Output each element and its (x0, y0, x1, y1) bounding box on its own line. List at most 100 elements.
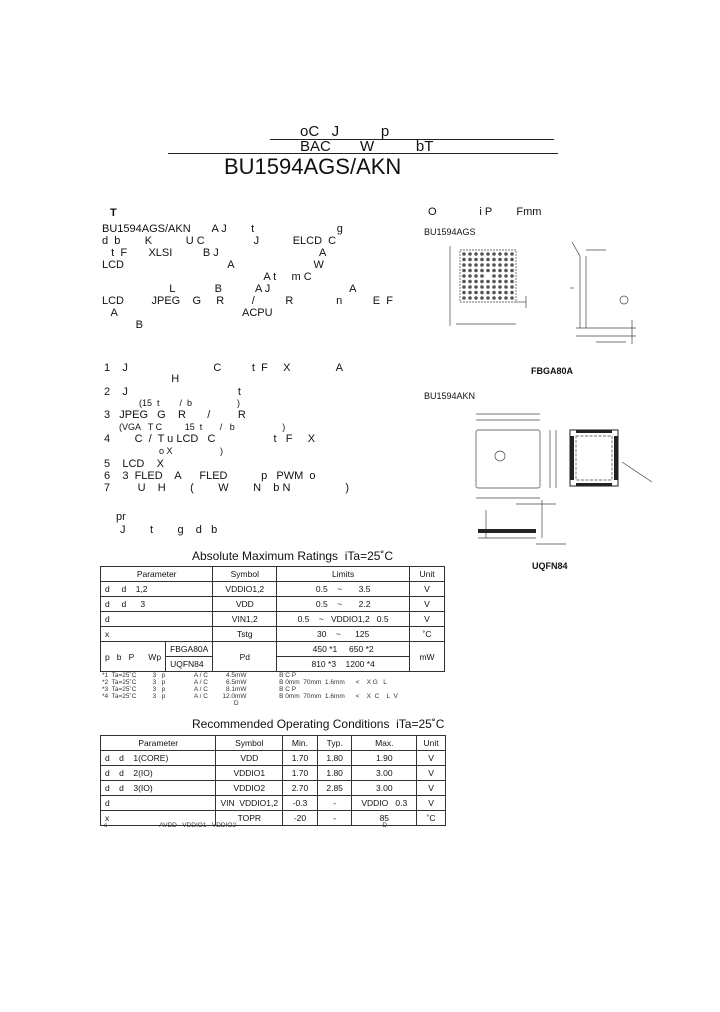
solder-ball (504, 263, 508, 267)
table-cell: V (409, 596, 445, 612)
table-cell: 450 *1 650 *2 (276, 641, 411, 657)
table-cell: p b P Wp (99, 641, 167, 672)
solder-ball (474, 268, 478, 273)
solder-ball (480, 290, 484, 295)
table-cell: Tstg (212, 626, 278, 642)
solder-ball (474, 257, 478, 262)
table-cell: V (409, 611, 445, 627)
solder-ball (474, 252, 478, 256)
table-cell: FBGA80A (165, 641, 214, 657)
solder-ball (486, 296, 490, 300)
solder-ball (480, 252, 484, 256)
uqfn84-drawing (475, 413, 653, 545)
solder-ball (498, 290, 502, 295)
column-header: Unit (409, 566, 445, 582)
apps-text: J t g d b (120, 524, 218, 536)
table-row: d d 1,2 VDDIO1,2 0.5 ~ 3.5 V (99, 581, 445, 597)
solder-ball (492, 268, 496, 273)
table-cell: VDD (215, 750, 284, 766)
intro-heading: T (110, 207, 117, 219)
feature-item: 3 JPEG G R / R (104, 409, 246, 421)
header-rule-1 (270, 139, 554, 140)
solder-ball (504, 285, 508, 289)
table-header-row: Parameter Symbol Limits Unit (99, 566, 445, 582)
table-cell: VDDIO1 (215, 765, 284, 781)
solder-ball (474, 274, 478, 278)
solder-ball (480, 257, 484, 262)
solder-ball (498, 279, 502, 284)
table-cell: 1.80 (316, 750, 353, 766)
table-cell: 2.70 (282, 780, 318, 796)
part-number-title: BU1594AGS/AKN (224, 154, 402, 179)
rec-op-table: Parameter Symbol Min. Typ. Max. Unit d d… (99, 735, 446, 826)
table-cell: 810 *3 1200 *4 (276, 656, 411, 672)
solder-ball (468, 290, 472, 295)
table-row: x Tstg 30 ~ 125 ˚C (99, 626, 445, 642)
solder-ball (474, 290, 478, 295)
column-header: Symbol (212, 566, 278, 582)
package-heading: O i P Fmm (428, 206, 542, 218)
table-cell: - (316, 795, 353, 811)
table-row: d d 3 VDD 0.5 ~ 2.2 V (99, 596, 445, 612)
table-cell: d (99, 611, 214, 627)
solder-ball (498, 296, 502, 300)
solder-ball (474, 279, 478, 284)
header-line2: BAC W bT (300, 138, 434, 155)
table-cell: Pd (212, 641, 278, 672)
solder-ball (486, 268, 490, 273)
solder-ball (510, 296, 514, 300)
table-cell: x (99, 810, 217, 826)
table-cell: 2.85 (316, 780, 353, 796)
solder-ball (492, 296, 496, 300)
solder-ball (462, 252, 466, 256)
solder-ball (504, 274, 508, 278)
table-cell: 3.00 (351, 780, 418, 796)
rec-op-note: c AVDD VDDIO1 VDDIO2 D (104, 822, 388, 829)
table-row: d d 2(IO) VDDIO1 1.70 1.80 3.00 V (99, 765, 446, 781)
table-cell: ˚C (416, 810, 446, 826)
solder-ball (468, 285, 472, 289)
solder-ball (480, 296, 484, 300)
fbga80a-drawing (449, 241, 636, 344)
table-cell: VDDIO1,2 (212, 581, 278, 597)
table-cell: VIN VDDIO1,2 (215, 795, 284, 811)
solder-ball (468, 257, 472, 262)
solder-ball (468, 268, 472, 273)
feature-item: o X ) (104, 446, 224, 456)
table-cell: ˚C (409, 626, 445, 642)
solder-ball (462, 274, 466, 278)
solder-ball (462, 257, 466, 262)
table-cell: V (416, 795, 446, 811)
table-cell: V (416, 780, 446, 796)
table-cell: 1.80 (316, 765, 353, 781)
solder-ball (510, 268, 514, 273)
column-header: Unit (416, 735, 446, 751)
table-cell: d d 3 (99, 596, 214, 612)
feature-item: H (104, 373, 180, 385)
solder-ball (492, 263, 496, 267)
feature-item: 7 U H ( W N b N ) (104, 482, 350, 494)
intro-line: BU1594AGS/AKN A J t g (102, 223, 343, 235)
table-cell: d d 1,2 (99, 581, 214, 597)
table-row: d d 1(CORE) VDD 1.70 1.80 1.90 V (99, 750, 446, 766)
solder-ball (462, 263, 466, 267)
abs-max-title: Absolute Maximum Ratings iTa=25˚C (192, 549, 394, 563)
package2-label: UQFN84 (532, 561, 568, 571)
intro-line: B (102, 319, 143, 331)
solder-ball (462, 285, 466, 289)
solder-ball (510, 274, 514, 278)
table-row: d VIN VDDIO1,2 -0.3 - VDDIO 0.3 V (99, 795, 446, 811)
table-row: d d 3(IO) VDDIO2 2.70 2.85 3.00 V (99, 780, 446, 796)
table-row: x TOPR -20 - 85 ˚C (99, 810, 446, 826)
table-cell: V (416, 750, 446, 766)
solder-ball (480, 268, 484, 273)
solder-ball (492, 274, 496, 278)
solder-ball (486, 290, 490, 295)
solder-ball (486, 257, 490, 262)
solder-ball (492, 285, 496, 289)
column-header: Symbol (215, 735, 284, 751)
abs-max-note: D (102, 700, 239, 707)
solder-ball (486, 252, 490, 256)
feature-item: (15 t / b ) (104, 398, 241, 408)
table-cell: 3.00 (351, 765, 418, 781)
